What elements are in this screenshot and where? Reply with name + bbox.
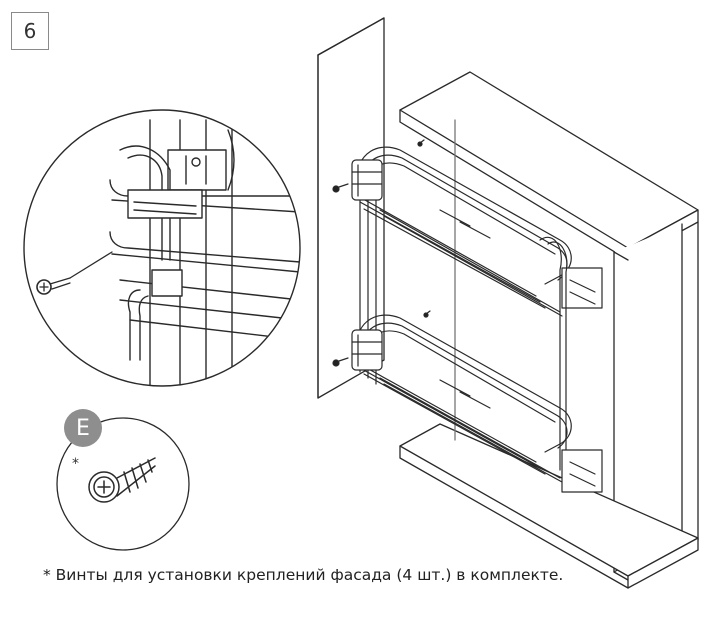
screw-icon bbox=[88, 457, 156, 503]
detail-zoom-circle bbox=[23, 109, 301, 387]
part-label-badge: E bbox=[64, 409, 102, 447]
cabinet bbox=[399, 71, 699, 589]
footnote-text: * Винты для установки креплений фасада (… bbox=[43, 566, 564, 584]
part-e-circle bbox=[56, 417, 190, 551]
part-marker: * bbox=[72, 456, 79, 472]
lower-basket bbox=[332, 310, 603, 493]
step-number: 6 bbox=[11, 12, 49, 50]
